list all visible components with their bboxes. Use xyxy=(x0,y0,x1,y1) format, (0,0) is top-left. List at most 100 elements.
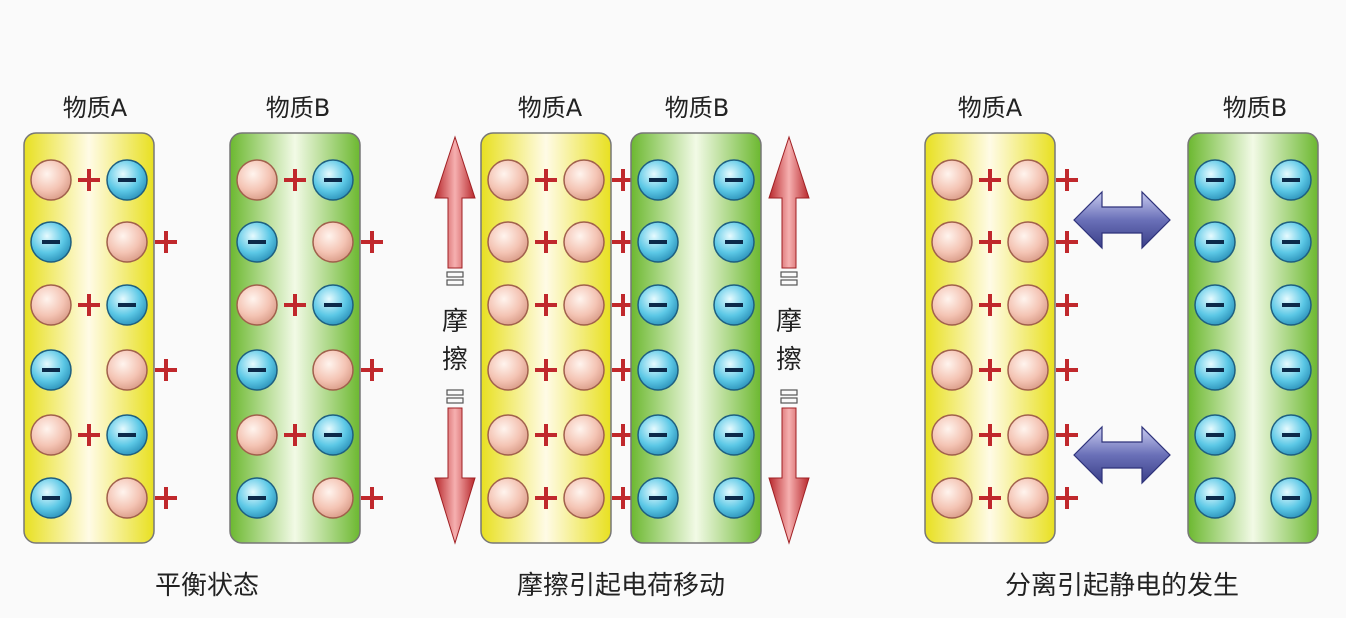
plus-bar-v xyxy=(87,294,91,316)
negative-charge xyxy=(1194,349,1236,391)
plus-bar-v xyxy=(164,231,168,253)
negative-charge xyxy=(1194,159,1236,201)
material-a: 物质A xyxy=(924,94,1078,544)
charge-circle xyxy=(563,477,605,519)
negative-charge xyxy=(713,221,755,263)
positive-charge xyxy=(30,414,72,456)
equal-mark xyxy=(446,397,464,404)
material-a: 物质A xyxy=(480,94,634,544)
positive-charge xyxy=(931,414,973,456)
charge-circle xyxy=(931,349,973,391)
plus-sign xyxy=(1056,359,1078,381)
negative-charge xyxy=(1270,284,1312,326)
negative-charge xyxy=(713,284,755,326)
minus-sign xyxy=(1206,496,1224,500)
plus-sign xyxy=(78,169,100,191)
material-label: 物质A xyxy=(958,94,1023,122)
negative-charge xyxy=(30,349,72,391)
minus-sign xyxy=(1206,240,1224,244)
plus-bar-v xyxy=(621,424,625,446)
positive-charge xyxy=(106,477,148,519)
plus-bar-v xyxy=(544,487,548,509)
plus-bar-v xyxy=(1065,487,1069,509)
negative-charge xyxy=(312,284,354,326)
charge-circle xyxy=(106,477,148,519)
plus-sign xyxy=(361,359,383,381)
panel-caption: 分离引起静电的发生 xyxy=(1005,571,1239,601)
minus-sign xyxy=(324,303,342,307)
charge-circle xyxy=(487,477,529,519)
negative-charge xyxy=(1270,159,1312,201)
material-a: 物质A xyxy=(23,94,177,544)
minus-sign xyxy=(42,240,60,244)
equal-mark xyxy=(780,389,798,396)
negative-charge xyxy=(106,284,148,326)
material-b: 物质B xyxy=(630,94,762,544)
charge-circle xyxy=(931,477,973,519)
negative-charge xyxy=(1194,414,1236,456)
minus-sign xyxy=(649,433,667,437)
plus-sign xyxy=(979,424,1001,446)
minus-sign xyxy=(1282,178,1300,182)
minus-sign xyxy=(1282,240,1300,244)
equal-mark xyxy=(446,271,464,278)
positive-charge xyxy=(312,477,354,519)
plus-bar-v xyxy=(1065,359,1069,381)
minus-sign xyxy=(649,240,667,244)
positive-charge xyxy=(236,284,278,326)
negative-charge xyxy=(637,221,679,263)
plus-sign xyxy=(979,359,1001,381)
plus-bar-v xyxy=(988,359,992,381)
plus-bar-v xyxy=(621,359,625,381)
charge-circle xyxy=(312,477,354,519)
plus-sign xyxy=(979,231,1001,253)
plus-bar-v xyxy=(1065,169,1069,191)
minus-sign xyxy=(1206,303,1224,307)
positive-charge xyxy=(30,284,72,326)
positive-charge xyxy=(487,284,529,326)
positive-charge xyxy=(487,349,529,391)
positive-charge xyxy=(236,159,278,201)
positive-charge xyxy=(563,221,605,263)
positive-charge xyxy=(931,221,973,263)
negative-charge xyxy=(1194,221,1236,263)
minus-sign xyxy=(324,178,342,182)
charge-circle xyxy=(236,284,278,326)
positive-charge xyxy=(931,284,973,326)
charge-circle xyxy=(563,349,605,391)
plus-bar-v xyxy=(621,487,625,509)
minus-sign xyxy=(649,178,667,182)
negative-charge xyxy=(1194,284,1236,326)
positive-charge xyxy=(1007,349,1049,391)
plus-sign xyxy=(612,231,634,253)
plus-sign xyxy=(535,294,557,316)
friction-label-char: 摩 xyxy=(442,307,468,337)
charge-circle xyxy=(487,349,529,391)
plus-sign xyxy=(155,359,177,381)
plus-sign xyxy=(535,487,557,509)
minus-sign xyxy=(649,496,667,500)
plus-bar-v xyxy=(621,231,625,253)
positive-charge xyxy=(487,159,529,201)
charge-circle xyxy=(236,414,278,456)
plus-sign xyxy=(1056,231,1078,253)
plus-bar-v xyxy=(370,359,374,381)
plus-sign xyxy=(361,231,383,253)
positive-charge xyxy=(106,349,148,391)
equal-mark xyxy=(780,271,798,278)
positive-charge xyxy=(563,159,605,201)
negative-charge xyxy=(713,414,755,456)
plus-sign xyxy=(612,359,634,381)
positive-charge xyxy=(312,221,354,263)
charge-circle xyxy=(106,349,148,391)
minus-sign xyxy=(649,368,667,372)
plus-sign xyxy=(535,424,557,446)
minus-sign xyxy=(118,178,136,182)
material-label: 物质B xyxy=(266,94,330,122)
minus-sign xyxy=(42,368,60,372)
positive-charge xyxy=(487,477,529,519)
charge-circle xyxy=(487,284,529,326)
material-label: 物质A xyxy=(518,94,583,122)
negative-charge xyxy=(236,221,278,263)
